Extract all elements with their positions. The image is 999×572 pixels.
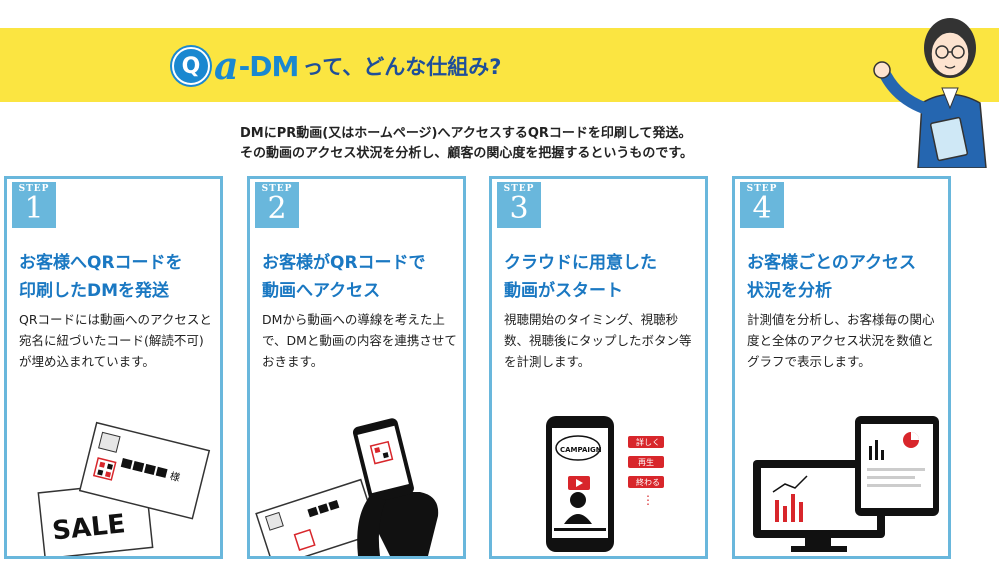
step-number: 2 [267, 191, 287, 226]
step-number: 1 [24, 191, 44, 226]
step-number: 3 [509, 191, 529, 226]
header-banner [0, 28, 999, 102]
step-title: お客様ごとのアクセス 状況を分析 [747, 249, 947, 305]
more-tags-ellipsis: ⋮ [642, 493, 654, 507]
recipient-honorific: 様 [169, 469, 182, 484]
step-title-line-2: 動画がスタート [504, 281, 623, 301]
qa-dm-logo: Q a -DM って、どんな仕組み? [172, 46, 501, 86]
step-label: STEP [746, 184, 778, 194]
step-description: DMから動画への導線を考えた上で、DMと動画の内容を連携させておきます。 [262, 312, 457, 369]
logo-dm-mark: -DM [238, 49, 300, 83]
step-title-line-1: クラウドに用意した [504, 253, 657, 273]
step-description: 計測値を分析し、お客様毎の関心度と全体のアクセス状況を数値とグラフで表示します。 [747, 312, 935, 369]
step-title: クラウドに用意した 動画がスタート [504, 249, 704, 305]
step-badge: STEP 4 [740, 182, 784, 228]
step-title-line-1: お客様へQRコードを [19, 253, 183, 273]
step-description: 視聴開始のタイミング、視聴秒数、視聴後にタップしたボタン等を計測します。 [504, 312, 692, 369]
logo-a-mark: a [214, 43, 239, 88]
step-title-line-1: お客様ごとのアクセス [747, 253, 916, 273]
step-title: お客様がQRコードで 動画へアクセス [262, 249, 462, 305]
step-label: STEP [18, 184, 50, 194]
step-title-line-2: 状況を分析 [747, 281, 832, 301]
step-title-line-1: お客様がQRコードで [262, 253, 426, 273]
step-card-2: STEP 2 お客様がQRコードで 動画へアクセス DMから動画への導線を考えた… [247, 176, 466, 559]
step-title-line-2: 印刷したDMを発送 [19, 281, 170, 301]
step-title-line-2: 動画へアクセス [262, 281, 381, 301]
step-title: お客様へQRコードを 印刷したDMを発送 [19, 249, 219, 305]
step-card-4: STEP 4 お客様ごとのアクセス 状況を分析 計測値を分析し、お客様毎の関心度… [732, 176, 951, 559]
intro-line-2: その動画のアクセス状況を分析し、顧客の関心度を把握するというものです。 [240, 146, 694, 161]
page-title: って、どんな仕組み? [302, 55, 502, 79]
logo-q-mark: Q [172, 47, 210, 85]
smartphone-scan-illustration [255, 418, 439, 556]
replay-tag: 再生 [638, 457, 654, 467]
step-badge: STEP 1 [12, 182, 56, 228]
step-description: QRコードには動画へのアクセスと宛名に紐づいたコード(解読不可)が埋め込まれてい… [19, 312, 212, 369]
campaign-screen-text: CAMPAIGN [560, 446, 602, 454]
step-card-3: STEP 3 クラウドに用意した 動画がスタート 視聴開始のタイミング、視聴秒数… [489, 176, 708, 559]
campaign-video-phone-illustration: CAMPAIGN 詳しく 再生 終わる ⋮ [546, 416, 664, 552]
detail-tag: 詳しく [636, 437, 660, 447]
presenter-woman-illustration [873, 18, 987, 168]
step-label: STEP [503, 184, 535, 194]
step-number: 4 [752, 191, 772, 226]
intro-line-1: DMにPR動画(又はホームページ)へアクセスするQRコードを印刷して発送。 [240, 126, 692, 141]
analytics-dashboard-illustration [753, 416, 939, 552]
step-card-1: STEP 1 お客様へQRコードを 印刷したDMを発送 QRコードには動画へのア… [4, 176, 223, 559]
end-tag: 終わる [636, 477, 660, 487]
intro-text: DMにPR動画(又はホームページ)へアクセスするQRコードを印刷して発送。 その… [240, 124, 760, 164]
step-label: STEP [261, 184, 293, 194]
step-badge: STEP 3 [497, 182, 541, 228]
dm-postcard-illustration: SALE 様 [37, 421, 211, 556]
step-badge: STEP 2 [255, 182, 299, 228]
